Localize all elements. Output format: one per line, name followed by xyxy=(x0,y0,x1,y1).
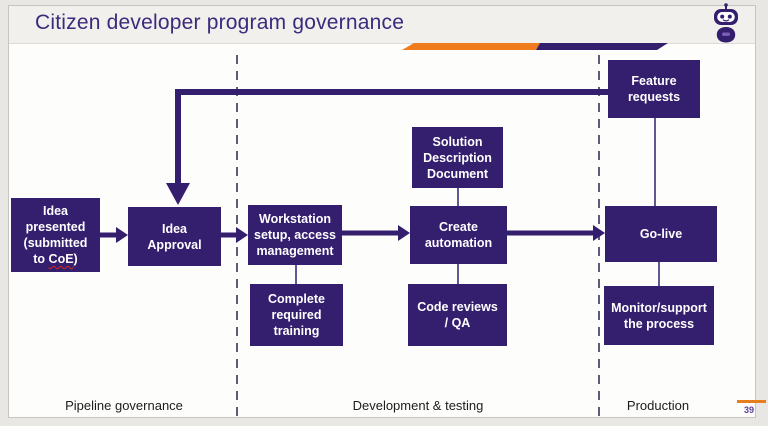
flow-box-solution-description-document: Solution Description Document xyxy=(412,127,503,188)
flow-box-idea-presented: Idea presented (submitted to CoE) xyxy=(11,198,100,272)
flow-box-label: Workstation setup, access management xyxy=(254,212,336,258)
flow-box-complete-required-training: Complete required training xyxy=(250,284,343,346)
arrow-create-to-golive xyxy=(507,225,605,241)
arrow-idea-to-approval xyxy=(100,227,128,243)
lane-label-pipeline-governance: Pipeline governance xyxy=(65,397,183,413)
page-number: 39 xyxy=(743,405,754,415)
lane-label-production: Production xyxy=(626,397,690,413)
flow-box-label: Code reviews / QA xyxy=(417,300,498,330)
flow-box-label: Idea Approval xyxy=(147,221,202,252)
arrow-workstation-to-create xyxy=(342,225,410,241)
flow-box-code-reviews-qa: Code reviews / QA xyxy=(408,284,507,346)
lane-label-development-testing: Development & testing xyxy=(352,397,484,413)
robot-icon xyxy=(714,3,738,43)
flow-box-label: Solution Description Document xyxy=(423,134,492,181)
flow-box-go-live: Go-live xyxy=(605,206,717,262)
page-number-accent-rule xyxy=(737,400,766,403)
flow-box-label: Idea presented (submitted to CoE) xyxy=(23,204,88,266)
flow-box-label: Monitor/support the process xyxy=(611,300,707,331)
flow-box-label: Complete required training xyxy=(268,292,325,338)
arrow-approval-to-workstation xyxy=(221,227,248,243)
flow-box-label: Feature requests xyxy=(627,74,681,104)
flow-box-feature-requests: Feature requests xyxy=(608,60,700,118)
flow-box-monitor-support: Monitor/support the process xyxy=(604,286,714,345)
flow-box-workstation-setup: Workstation setup, access management xyxy=(248,205,342,265)
flow-box-label: Create automation xyxy=(424,220,493,250)
flow-box-idea-approval: Idea Approval xyxy=(128,207,221,266)
spellcheck-flagged-word: CoE xyxy=(48,252,74,266)
page-title: Citizen developer program governance xyxy=(35,11,405,34)
slide-header-band xyxy=(9,6,755,44)
flow-box-create-automation: Create automation xyxy=(410,206,507,264)
arrow-feature-to-approval xyxy=(166,89,608,205)
flow-box-label: Go-live xyxy=(639,227,683,241)
